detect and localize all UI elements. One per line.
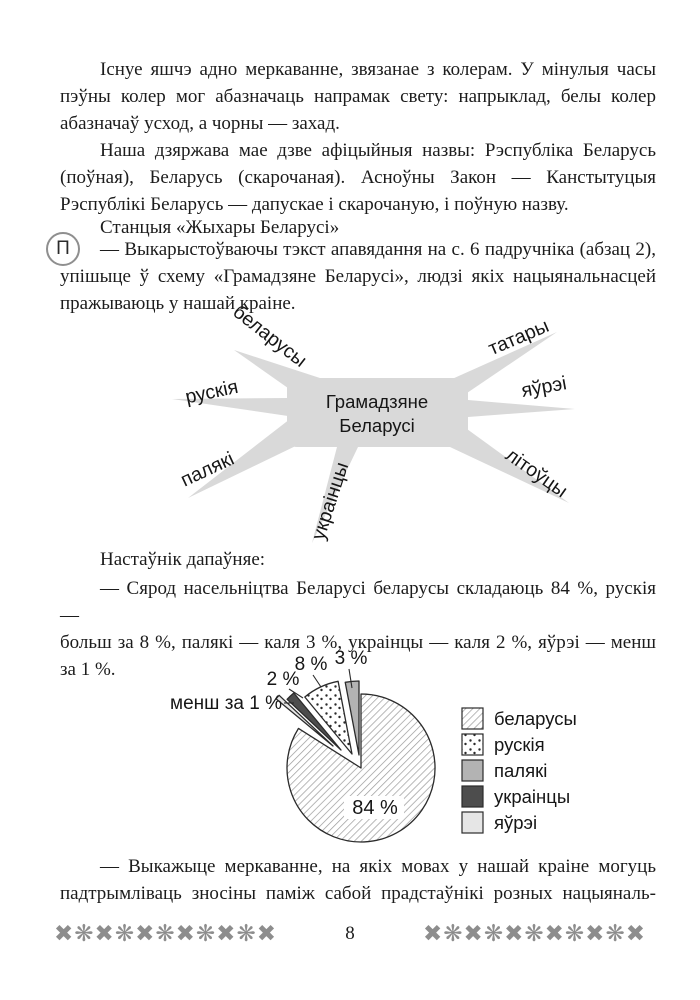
- mindmap-label-belarusy: беларусы: [229, 301, 311, 372]
- page-number: 8: [345, 923, 355, 944]
- text-line: пэўны колер мог абазначаць напрамак свет…: [60, 86, 656, 107]
- leader-line-2pct: [288, 688, 304, 699]
- text-line: падтрымліваць зносіны паміж сабой прадст…: [60, 883, 656, 904]
- mindmap-label-yaurei: яўрэі: [520, 372, 569, 402]
- pie-label-yaurei: менш за 1 %: [170, 693, 282, 714]
- branch-litoucy: [450, 429, 569, 503]
- legend-item-ruskiya: рускія: [461, 733, 545, 756]
- intro-paragraphs: Існуе яшчэ адно меркаванне, звязанае з к…: [60, 56, 656, 218]
- text-line: — Выкарыстоўваючы тэкст апавядання на с.…: [100, 239, 656, 260]
- closing-paragraph: — Выкажыце меркаванне, на якіх мовах у н…: [60, 853, 656, 907]
- text-line: Наша дзяржава мае дзве афіцыйныя назвы: …: [100, 140, 656, 161]
- pie-label-palyaki: 3 %: [335, 648, 368, 669]
- legend-label: украінцы: [494, 786, 570, 807]
- legend-item-yaurei: яўрэі: [461, 811, 537, 834]
- margin-letter-icon: П: [46, 232, 80, 266]
- text-line: абазначаў усход, а чорны — захад.: [60, 113, 340, 134]
- branch-ruskiya: [172, 398, 288, 416]
- pie-label-ruskiya: 8 %: [295, 654, 328, 675]
- pie-leader-lines: [284, 668, 353, 704]
- legend-swatch-darkgray: [461, 785, 484, 808]
- teacher-heading: Настаўнік дапаўняе:: [100, 549, 266, 570]
- text-line: — Выкажыце меркаванне, на якіх мовах у н…: [100, 856, 656, 877]
- pie-label-belarusy: 84 %: [352, 797, 398, 819]
- pie-label-backing: [344, 796, 404, 819]
- branch-palyaki: [188, 419, 306, 498]
- leader-line-8pct: [312, 674, 322, 688]
- legend-swatch-hatch: [461, 707, 484, 730]
- task-paragraph: — Выкарыстоўваючы тэкст апавядання на с.…: [60, 236, 656, 317]
- branch-ukraincy: [312, 447, 358, 543]
- text-line: больш за 8 %, палякі — каля 3 %, украінц…: [60, 632, 656, 653]
- branch-yaurei: [468, 400, 575, 417]
- pie-label-ukraincy: 2 %: [267, 669, 300, 690]
- mindmap-label-ukraincy: украінцы: [307, 460, 353, 543]
- station-heading: Станцыя «Жыхары Беларусі»: [100, 217, 340, 238]
- footer-ornament-left: ✖❋✖❋✖❋✖❋✖❋✖: [54, 921, 277, 947]
- legend-item-belarusy: беларусы: [461, 707, 577, 730]
- pie-slice-yaurei: [275, 694, 334, 747]
- stats-paragraph: — Сярод насельніцтва Беларусі беларусы с…: [60, 575, 656, 683]
- footer-ornament-right: ✖❋✖❋✖❋✖❋✖❋✖: [423, 921, 646, 947]
- margin-letter: П: [56, 238, 70, 259]
- text-line: Існуе яшчэ адно меркаванне, звязанае з к…: [100, 59, 656, 80]
- branch-tatary: [452, 332, 557, 393]
- page-footer: ✖❋✖❋✖❋✖❋✖❋✖ 8 ✖❋✖❋✖❋✖❋✖❋✖: [54, 916, 646, 952]
- pie-slice-palyaki: [344, 680, 360, 756]
- text-line: — Сярод насельніцтва Беларусі беларусы с…: [60, 578, 656, 626]
- mindmap-center-line1: Грамадзяне: [326, 391, 428, 412]
- leader-line-3pct: [348, 668, 353, 689]
- pie-slice-labels: 3 % 8 % 2 % менш за 1 % 84 %: [170, 648, 404, 819]
- mindmap-center-line2: Беларусі: [339, 415, 414, 436]
- mindmap-center-box: [287, 378, 468, 447]
- text-line: (поўная), Беларусь (скарочаная). Асноўны…: [60, 167, 656, 188]
- pie-legend: беларусы рускія палякі украінцы яўрэі: [461, 707, 577, 834]
- text-line: Рэспублікі Беларусь — дапускае і скароча…: [60, 194, 569, 215]
- mindmap-branches: [172, 332, 575, 543]
- legend-label: рускія: [494, 734, 545, 755]
- legend-swatch-gray: [461, 759, 484, 782]
- legend-item-palyaki: палякі: [461, 759, 547, 782]
- text-line: за 1 %.: [60, 659, 116, 680]
- legend-label: палякі: [494, 760, 547, 781]
- legend-label: беларусы: [494, 708, 577, 729]
- legend-swatch-lightgray: [461, 811, 484, 834]
- pie-slice-ukraincy: [286, 692, 342, 751]
- mindmap-diagram: Грамадзяне Беларусі беларусы рускія паля…: [172, 301, 575, 543]
- pie-chart: 3 % 8 % 2 % менш за 1 % 84 % беларусы ру…: [170, 648, 577, 843]
- legend-label: яўрэі: [494, 812, 537, 833]
- text-line: упішыце ў схему «Грамадзяне Беларусі», л…: [60, 266, 656, 287]
- legend-item-ukraincy: украінцы: [461, 785, 570, 808]
- legend-swatch-dots: [461, 733, 484, 756]
- text-line: пражываюць у нашай краіне.: [60, 293, 296, 314]
